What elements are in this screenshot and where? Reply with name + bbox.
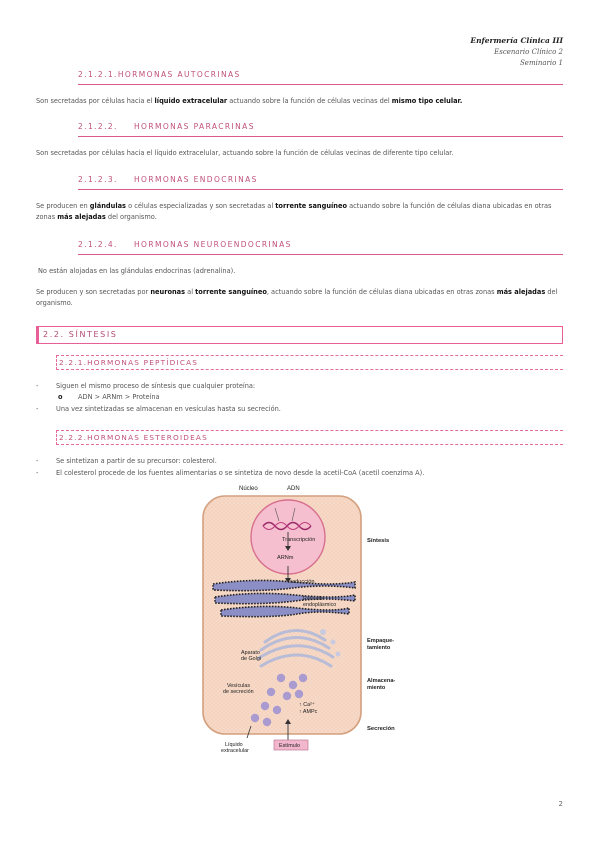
heading-esteroideas: 2.2.2.HORMONAS ESTEROIDEAS bbox=[56, 430, 563, 445]
label-estimulo: Estímulo bbox=[279, 743, 300, 749]
label-traduccion: Traducción bbox=[287, 579, 314, 585]
label-golgi-1: Aparato bbox=[241, 650, 260, 656]
paragraph-autocrinas: Son secretadas por células hacia el líqu… bbox=[36, 97, 463, 105]
paragraph-neuro-1: No están alojadas en las glándulas endoc… bbox=[38, 267, 236, 275]
label-ca: ↑ Ca²⁺ bbox=[299, 702, 315, 708]
secretory-vesicles bbox=[250, 673, 308, 727]
stimulus-box bbox=[273, 739, 309, 751]
label-liquido-2: extracelular bbox=[221, 748, 249, 754]
label-liquido-1: Líquido bbox=[225, 742, 243, 748]
stage-secrecion: Secreción bbox=[367, 726, 395, 732]
stage-empaque-2: tamiento bbox=[367, 645, 391, 651]
stage-empaque-1: Empaque- bbox=[367, 638, 394, 644]
header-course: Enfermería Clínica III bbox=[470, 36, 563, 45]
heading-neuroendocrinas: 2.1.2.4.HORMONAS NEUROENDOCRINAS bbox=[78, 240, 563, 255]
paragraph-paracrinas: Son secretadas por células hacia el líqu… bbox=[36, 149, 454, 157]
page-number: 2 bbox=[558, 800, 563, 808]
golgi-apparatus bbox=[257, 629, 335, 668]
label-nucleo: Núcleo bbox=[239, 486, 258, 492]
label-golgi-2: de Golgi bbox=[241, 656, 261, 662]
header-scenario: Escenario Clínico 2 bbox=[494, 48, 563, 56]
cell-secretion-diagram: Núcleo ADN Transcripción ARNm Traducción… bbox=[202, 486, 395, 754]
paragraph-endocrinas: Se producen en glándulas o células espec… bbox=[36, 202, 552, 221]
stage-almacena-1: Almacena- bbox=[367, 678, 395, 684]
heading-sintesis: 2.2. SÍNTESIS bbox=[36, 326, 563, 344]
label-vesiculas-2: de secreción bbox=[223, 689, 254, 695]
paragraph-neuro-2: Se producen y son secretadas por neurona… bbox=[36, 288, 558, 307]
label-arnm: ARNm bbox=[277, 555, 294, 561]
heading-autocrinas: 2.1.2.1.HORMONAS AUTOCRINAS bbox=[78, 70, 563, 85]
stage-almacena-2: miento bbox=[367, 685, 386, 691]
label-ampc: ↑ AMPc bbox=[299, 709, 318, 715]
label-reticulo-2: endoplásmico bbox=[303, 602, 336, 608]
heading-endocrinas: 2.1.2.3.HORMONAS ENDOCRINAS bbox=[78, 175, 563, 190]
heading-peptidicas: 2.2.1.HORMONAS PEPTÍDICAS bbox=[56, 355, 563, 370]
stage-sintesis: Síntesis bbox=[367, 538, 389, 544]
label-adn: ADN bbox=[287, 486, 300, 492]
label-vesiculas-1: Vesículas bbox=[227, 683, 250, 689]
label-transcripcion: Transcripción bbox=[282, 537, 315, 543]
heading-paracrinas: 2.1.2.2.HORMONAS PARACRINAS bbox=[78, 122, 563, 137]
label-reticulo-1: Retículo bbox=[303, 596, 323, 602]
header-seminar: Seminario 1 bbox=[520, 59, 563, 67]
endoplasmic-reticulum bbox=[212, 579, 356, 618]
